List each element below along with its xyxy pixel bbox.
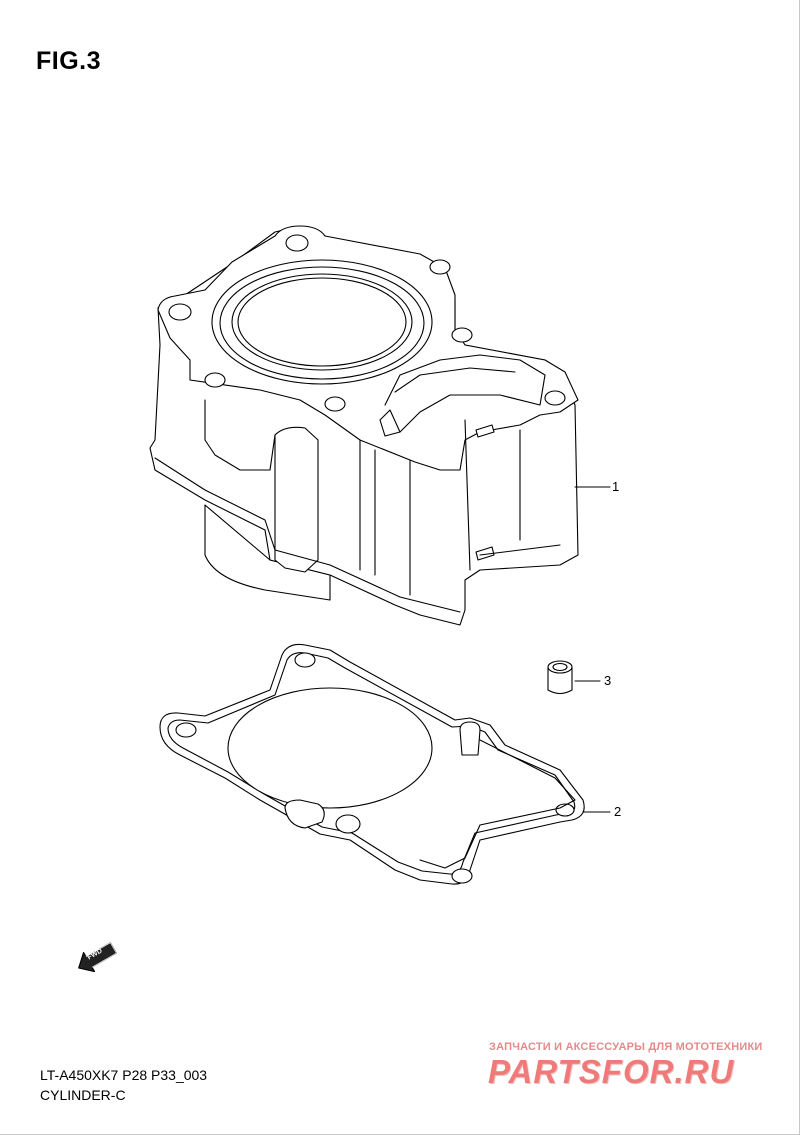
callout-2: 2 bbox=[614, 804, 622, 819]
dowel-pin-part[interactable] bbox=[547, 660, 601, 695]
gasket-part[interactable] bbox=[159, 643, 611, 885]
figure-title: FIG.3 bbox=[36, 47, 102, 75]
diagram-code: LT-A450XK7 P28 P33_003 bbox=[40, 1067, 208, 1083]
cylinder-part[interactable] bbox=[149, 225, 611, 626]
callout-1: 1 bbox=[612, 479, 620, 494]
fwd-arrow-icon bbox=[78, 942, 117, 973]
callout-3: 3 bbox=[604, 673, 612, 688]
diagram-name: CYLINDER-C bbox=[40, 1087, 126, 1103]
watermark-tagline: ЗАПЧАСТИ И АКСЕССУАРЫ ДЛЯ МОТОТЕХНИКИ bbox=[489, 1041, 763, 1053]
watermark-logo: PARTSFOR.RU bbox=[488, 1053, 735, 1090]
